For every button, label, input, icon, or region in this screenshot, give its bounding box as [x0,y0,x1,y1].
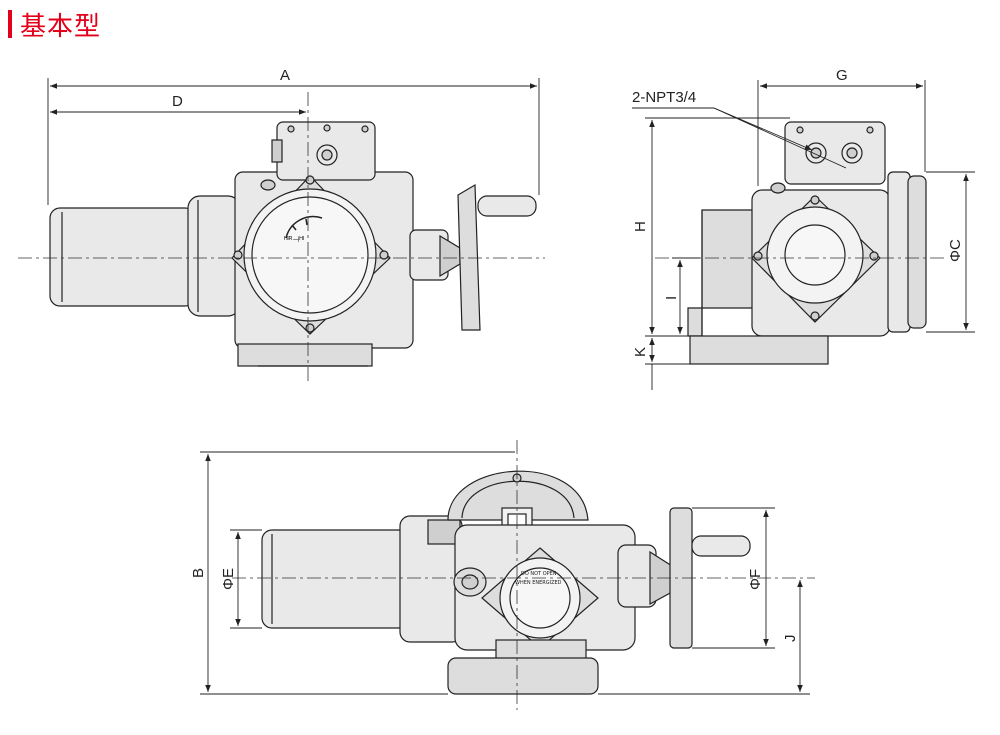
dim-label-D: D [172,93,183,110]
top-handwheel-grip [691,535,751,557]
top-centerlines [232,440,815,710]
dim-label-E: ΦE [220,568,237,590]
front-motor-cylinder [49,207,196,307]
dim-label-H: H [632,221,649,232]
heading-accent-bar [8,10,12,38]
front-centerlines [18,92,545,385]
top-gear-cover [447,470,589,521]
side-dimensions [632,80,975,390]
side-rear-housing [687,209,761,337]
svg-text:ᴴᴵᴿ⊣ᴴᴵ: ᴴᴵᴿ⊣ᴴᴵ [284,235,304,244]
dim-label-C: ΦC [947,239,964,262]
front-base [237,343,373,367]
dim-label-G: G [836,67,848,84]
dim-label-B: B [190,568,207,578]
section-heading: 基本型 [8,6,101,42]
front-motor-flange [187,195,241,317]
top-base [447,657,599,695]
side-output-flange [887,171,911,333]
side-conduit-box [784,121,886,185]
heading-title: 基本型 [20,11,102,42]
front-handwheel [457,183,481,331]
warning-plate-line-1: DO NOT OPEN [521,571,557,577]
dim-label-A: A [280,67,290,84]
top-motor-cylinder [261,529,413,629]
dim-label-J: J [782,635,799,643]
dim-label-F: ΦF [747,569,764,590]
side-base [689,335,829,365]
top-dimensions [200,451,810,695]
dim-label-K: K [632,347,649,357]
dim-label-I: I [663,296,680,300]
front-handwheel-grip [477,195,537,217]
warning-plate-line-2: WHEN ENERGIZED [515,580,562,586]
side-view [687,121,927,365]
front-view: ᴴᴵᴿ⊣ᴴᴵ [49,121,537,367]
conduit-note: 2-NPT3/4 [632,89,696,106]
top-view [261,470,751,695]
front-dimensions [47,78,540,205]
